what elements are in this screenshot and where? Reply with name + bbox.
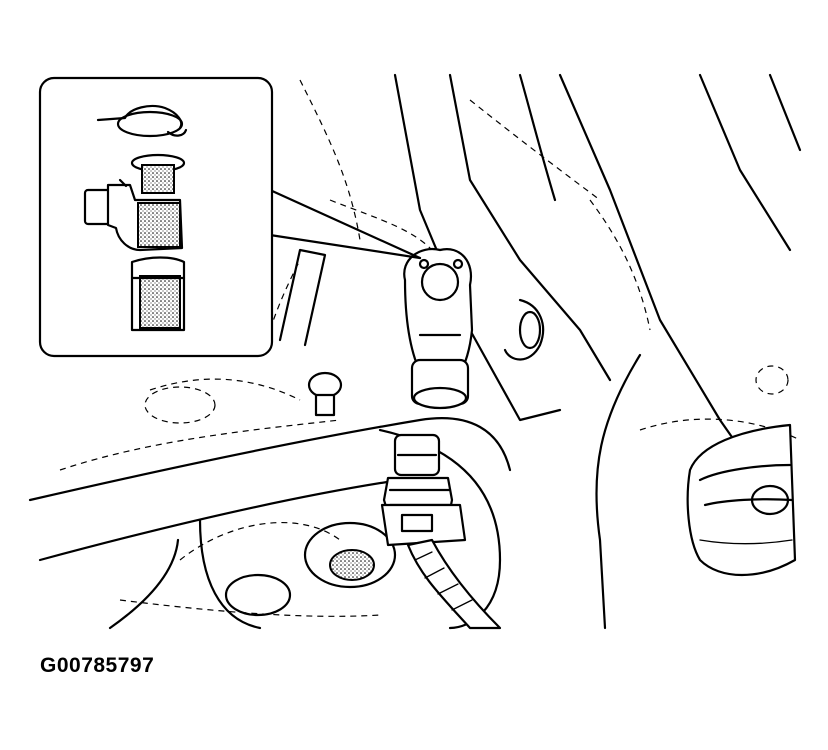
filter-insert — [130, 153, 186, 194]
sensor-housing — [130, 256, 186, 332]
sensor-connector-lower — [380, 433, 502, 630]
callout-leader — [268, 188, 422, 260]
figure-id-caption: G00785797 — [40, 654, 155, 677]
right-component — [686, 423, 797, 576]
sensor-location-diagram — [28, 73, 802, 630]
retaining-clip — [96, 104, 188, 138]
sensor-installed-top — [403, 247, 474, 410]
detail-inset — [38, 76, 274, 358]
engine-background — [28, 73, 802, 630]
sensor-body — [83, 178, 184, 252]
